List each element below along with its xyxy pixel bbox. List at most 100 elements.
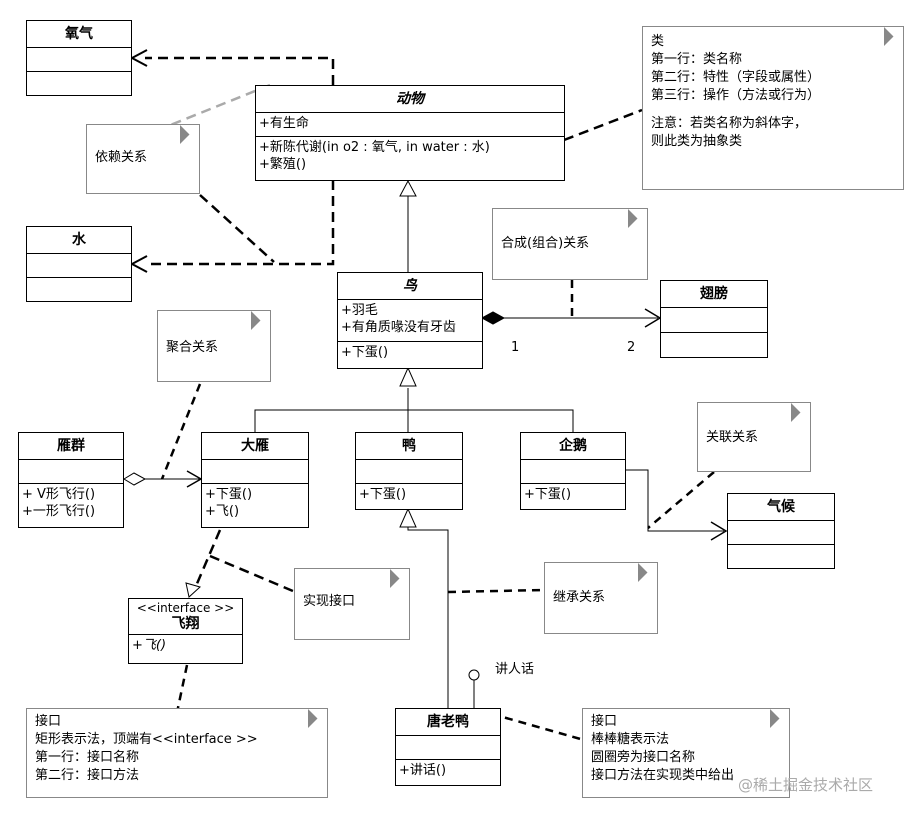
- animal-attr: +有生命: [259, 116, 309, 131]
- generalization-triangle-duck: [399, 507, 417, 528]
- note-aggregation: 聚合关系: [157, 310, 271, 382]
- dependency-line-oxygen: [145, 56, 335, 85]
- note-line: 接口: [35, 714, 62, 729]
- generalization-triangle-bird: [399, 366, 417, 387]
- association-arrowhead: [710, 521, 728, 541]
- class-climate-ops: [728, 545, 834, 568]
- note-composition: 合成(组合)关系: [492, 208, 648, 280]
- note-line: 合成(组合)关系: [501, 236, 590, 251]
- class-fly-interface-ops: +飞(): [129, 635, 242, 656]
- dependency-note-connector-bottom: [199, 194, 275, 263]
- class-note-connector: [563, 108, 643, 142]
- class-water-name: 水: [27, 227, 131, 254]
- class-wings-ops: [661, 333, 767, 357]
- fly-interface-header: <<interface >> 飞翔: [129, 599, 242, 635]
- aggregation-note-connector: [160, 383, 202, 480]
- duck-op: +下蛋(): [359, 487, 407, 502]
- multiplicity-wings: 2: [627, 340, 636, 355]
- bird-attr: +羽毛: [341, 303, 378, 318]
- penguin-op: +下蛋(): [524, 487, 572, 502]
- fly-interface-name: 飞翔: [171, 616, 200, 632]
- bird-op: +下蛋(): [341, 345, 389, 360]
- class-goose-flock[interactable]: 雁群 + V形飞行() +一形飞行(): [18, 432, 124, 528]
- class-oxygen-name: 氧气: [27, 21, 131, 48]
- class-wings-name: 翅膀: [661, 281, 767, 308]
- note-line: 则此类为抽象类: [651, 134, 743, 149]
- note-line: 实现接口: [303, 594, 356, 609]
- note-line: 关联关系: [706, 430, 759, 445]
- realization-triangle: [185, 582, 202, 598]
- goose-op: +飞(): [205, 504, 240, 519]
- animal-op: +新陈代谢(in o2 : 氧气, in water : 水): [259, 140, 490, 155]
- class-penguin-name: 企鹅: [521, 433, 625, 460]
- class-water-attrs: [27, 254, 131, 278]
- class-wings[interactable]: 翅膀: [660, 280, 768, 358]
- class-goose-flock-name: 雁群: [19, 433, 123, 460]
- class-penguin-ops: +下蛋(): [521, 484, 625, 505]
- note-line: 第一行：接口名称: [35, 750, 140, 765]
- composition-diamond: [480, 311, 506, 325]
- lollipop-interface-name: 讲人话: [495, 662, 535, 677]
- note-interface-lollipop: 接口 棒棒糖表示法 圆圈旁为接口名称 接口方法在实现类中给出: [582, 708, 790, 798]
- note-line: [651, 105, 895, 115]
- note-line: 依赖关系: [95, 150, 148, 165]
- note-line: 圆圈旁为接口名称: [591, 750, 696, 765]
- note-line: 接口: [591, 714, 618, 729]
- inheritance-note-connector: [447, 588, 545, 594]
- goose-flock-op: +一形飞行(): [22, 504, 96, 519]
- class-penguin[interactable]: 企鹅 +下蛋(): [520, 432, 626, 510]
- class-animal-ops: +新陈代谢(in o2 : 氧气, in water : 水) +繁殖(): [256, 137, 564, 175]
- class-oxygen-ops: [27, 72, 131, 95]
- note-class-explanation: 类 第一行：类名称 第二行：特性（字段或属性） 第三行：操作（方法或行为） 注意…: [642, 26, 904, 190]
- class-penguin-attrs: [521, 460, 625, 484]
- note-line: 矩形表示法，顶端有<<interface >>: [35, 732, 258, 747]
- realization-note-connector: [209, 554, 301, 596]
- class-oxygen[interactable]: 氧气: [26, 20, 132, 96]
- class-duck[interactable]: 鸭 +下蛋(): [355, 432, 463, 510]
- class-goose-attrs: [202, 460, 308, 484]
- class-goose-name: 大雁: [202, 433, 308, 460]
- lollipop-circle: [468, 669, 480, 681]
- note-interface-rect: 接口 矩形表示法，顶端有<<interface >> 第一行：接口名称 第二行：…: [26, 708, 328, 798]
- class-donald-attrs: [396, 736, 500, 760]
- animal-op: +繁殖(): [259, 157, 307, 172]
- multiplicity-bird: 1: [511, 340, 520, 355]
- class-bird-attrs: +羽毛 +有角质喙没有牙齿: [338, 300, 482, 342]
- note-line: 棒棒糖表示法: [591, 732, 670, 747]
- dependency-line-water: [145, 180, 335, 266]
- class-animal[interactable]: 动物 +有生命 +新陈代谢(in o2 : 氧气, in water : 水) …: [255, 85, 565, 181]
- class-goose[interactable]: 大雁 +下蛋() +飞(): [201, 432, 309, 528]
- note-line: 接口方法在实现类中给出: [591, 768, 735, 783]
- note-dependency: 依赖关系: [86, 124, 200, 194]
- fly-interface-stereotype: <<interface >>: [136, 601, 235, 615]
- class-animal-attrs: +有生命: [256, 113, 564, 137]
- goose-flock-op: + V形飞行(): [22, 487, 96, 502]
- class-donald-ops: +讲话(): [396, 760, 500, 781]
- dependency-arrowhead-water: [129, 255, 148, 273]
- class-duck-name: 鸭: [356, 433, 462, 460]
- class-climate-attrs: [728, 521, 834, 545]
- note-line: 第二行：特性（字段或属性）: [651, 70, 821, 85]
- note-line: 注意：若类名称为斜体字，: [651, 116, 808, 131]
- bird-attr: +有角质喙没有牙齿: [341, 320, 456, 335]
- generalization-branches: [254, 409, 574, 432]
- class-bird[interactable]: 鸟 +羽毛 +有角质喙没有牙齿 +下蛋(): [337, 272, 483, 369]
- class-bird-ops: +下蛋(): [338, 342, 482, 363]
- watermark: @稀土掘金技术社区: [738, 776, 874, 794]
- class-water[interactable]: 水: [26, 226, 132, 302]
- note-line: 类: [651, 34, 665, 49]
- note-line: 第二行：接口方法: [35, 768, 140, 783]
- fly-interface-op: +飞(): [132, 638, 167, 653]
- dependency-note-connector-top: [167, 83, 271, 128]
- class-goose-flock-attrs: [19, 460, 123, 484]
- class-climate[interactable]: 气候: [727, 493, 835, 569]
- class-donald[interactable]: 唐老鸭 +讲话(): [395, 708, 501, 786]
- class-water-ops: [27, 278, 131, 301]
- inheritance-line: [407, 527, 449, 708]
- class-oxygen-attrs: [27, 48, 131, 72]
- class-donald-name: 唐老鸭: [396, 709, 500, 736]
- class-bird-name: 鸟: [338, 273, 482, 300]
- generalization-triangle-animal: [399, 179, 417, 197]
- realization-line: [194, 529, 222, 587]
- class-fly-interface[interactable]: <<interface >> 飞翔 +飞(): [128, 598, 243, 664]
